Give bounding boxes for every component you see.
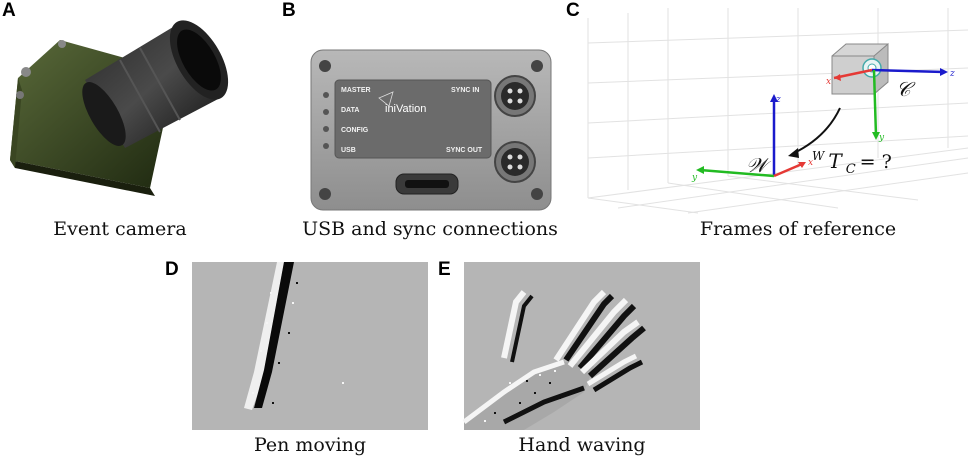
panel-letter-d: D bbox=[165, 259, 179, 280]
screw-bottom-right bbox=[531, 188, 543, 200]
camera-y-axis bbox=[872, 69, 878, 137]
label-data: DATA bbox=[341, 107, 359, 114]
camera-z-label: z bbox=[949, 69, 955, 79]
transform-label: W T C = ? bbox=[812, 147, 892, 177]
world-y-label: y bbox=[691, 173, 698, 183]
panel-letter-a: A bbox=[2, 0, 16, 21]
led-data bbox=[323, 109, 329, 115]
caption-pen-moving: Pen moving bbox=[253, 434, 367, 456]
camera-frame-label: 𝒞 bbox=[896, 77, 916, 101]
caption-event-camera: Event camera bbox=[53, 218, 187, 240]
caption-frames: Frames of reference bbox=[699, 218, 897, 240]
screw-top-right bbox=[531, 60, 543, 72]
caption-usb-sync: USB and sync connections bbox=[302, 218, 558, 240]
screw-top-left bbox=[319, 60, 331, 72]
frames-of-reference-diagram: x z y 𝒞 z y x 𝒲 W T C = ? bbox=[587, 8, 969, 214]
world-y-axis bbox=[699, 168, 775, 178]
hand-waving-event-image bbox=[462, 262, 700, 430]
screw-bottom-left bbox=[319, 188, 331, 200]
camera-x-label: x bbox=[826, 77, 831, 87]
camera-y-label: y bbox=[878, 133, 885, 143]
sync-in-connector bbox=[494, 75, 536, 117]
world-z-label: z bbox=[775, 95, 781, 105]
world-x-label: x bbox=[808, 158, 813, 168]
label-master: MASTER bbox=[341, 87, 371, 94]
sync-out-connector bbox=[494, 141, 536, 183]
label-sync-in: SYNC IN bbox=[451, 87, 479, 94]
label-sync-out: SYNC OUT bbox=[446, 147, 483, 154]
label-config: CONFIG bbox=[341, 127, 369, 134]
led-master bbox=[323, 92, 329, 98]
sync-connector-device: MASTER DATA CONFIG USB SYNC IN SYNC OUT … bbox=[310, 49, 552, 211]
caption-hand-waving: Hand waving bbox=[518, 434, 646, 456]
panel-letter-c: C bbox=[566, 0, 580, 21]
led-config bbox=[323, 126, 329, 132]
world-frame-label: 𝒲 bbox=[746, 153, 772, 177]
led-usb bbox=[323, 143, 329, 149]
event-camera-photo bbox=[10, 20, 229, 196]
label-usb: USB bbox=[341, 147, 356, 154]
transform-arrow bbox=[791, 107, 841, 155]
world-x-axis bbox=[773, 162, 803, 178]
panel-letter-b: B bbox=[282, 0, 296, 21]
camera-z-axis bbox=[871, 68, 945, 74]
hand-silhouette bbox=[462, 289, 646, 430]
panel-letter-e: E bbox=[438, 259, 451, 280]
camera-object bbox=[831, 42, 889, 96]
brand-logo: iniVation bbox=[385, 103, 426, 115]
background-grid bbox=[587, 8, 969, 214]
pen-moving-event-image bbox=[192, 262, 428, 430]
